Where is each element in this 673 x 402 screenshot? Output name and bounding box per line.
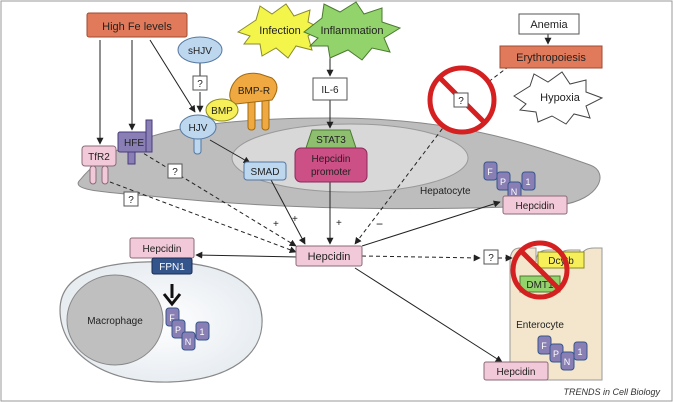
il6-label: IL-6 (321, 85, 339, 96)
arrow-fe-hjv (149, 39, 196, 113)
plus-hfe: + (273, 219, 279, 230)
hjv-protein: HJV (179, 114, 217, 155)
arrow-hepcidin-hep (361, 200, 501, 247)
credit-text: TRENDS in Cell Biology (563, 387, 660, 397)
hfe-label: HFE (124, 138, 144, 149)
hepcidin-promoter: Hepcidin promoter (294, 147, 368, 183)
arrow-tfr2-hepcidin (109, 181, 297, 254)
macrophage-label: Macrophage (87, 316, 143, 327)
anemia-box: Anemia (518, 13, 580, 35)
erythropoiesis-label: Erythropoiesis (516, 52, 586, 64)
promoter-line1: Hepcidin (312, 154, 351, 165)
anemia-label: Anemia (530, 19, 568, 31)
question-shjv: ? (192, 75, 208, 91)
bmp-label: BMP (211, 106, 233, 117)
dmt1-label: DMT1 (526, 280, 554, 291)
question-erythro: ? (458, 96, 464, 107)
hep-fpn-f: F (487, 167, 493, 177)
no-symbol-enterocyte (510, 240, 570, 300)
hypoxia-label: Hypoxia (540, 92, 581, 104)
question-hfe-label: ? (172, 167, 178, 178)
hep-fpn-p: P (500, 177, 506, 187)
hepcidin-hep-label: Hepcidin (516, 201, 555, 212)
mac-fpn-p: P (175, 325, 181, 335)
question-tfr2: ? (123, 191, 139, 207)
il6-box: IL-6 (312, 77, 348, 101)
hepcidin-center-label: Hepcidin (308, 251, 351, 263)
mac-fpn-n: N (185, 337, 192, 347)
hepcidin-center-box: Hepcidin (295, 245, 363, 267)
plus-promoter: + (336, 218, 342, 229)
arrow-hepcidin-dcytb (361, 254, 481, 262)
arrow-hjv-smad (209, 139, 251, 164)
ent-fpn-f: F (541, 341, 547, 351)
no-symbol-erythro: ? (427, 65, 497, 135)
hypoxia-star: Hypoxia (513, 71, 604, 125)
tfr2-receptor: TfR2 (81, 145, 117, 185)
mac-fpn-f: F (169, 313, 175, 323)
arrow-hepcidin-mac (195, 251, 299, 259)
dcytb-label: Dcytb (548, 256, 574, 267)
question-tfr2-label: ? (128, 195, 134, 206)
hep-fpn-1: 1 (525, 177, 530, 187)
question-ent-label: ? (488, 253, 494, 264)
question-hfe: ? (167, 163, 183, 179)
smad-label: SMAD (251, 167, 280, 178)
fpn1-box: FPN1 (151, 257, 193, 275)
hjv-label: HJV (189, 123, 208, 134)
macrophage-fpn-cluster: F P N 1 (165, 307, 210, 351)
infection-star: Infection (236, 3, 321, 59)
inflammation-star: Inflammation (303, 1, 402, 61)
arrow-hfe-hepcidin (137, 149, 297, 247)
arrow-hepcidin-ent (354, 267, 503, 363)
inflammation-label: Inflammation (321, 25, 384, 37)
ent-fpn-n: N (564, 357, 571, 367)
hepcidin-enterocyte-box: Hepcidin (483, 361, 549, 381)
ent-fpn-p: P (553, 349, 559, 359)
mac-fpn-1: 1 (199, 327, 204, 337)
stat3-label: STAT3 (316, 135, 346, 146)
hfe-receptor: HFE (117, 119, 153, 165)
shjv-label: sHJV (188, 46, 212, 57)
tfr2-label: TfR2 (88, 152, 110, 163)
bmpr-label: BMP-R (238, 86, 270, 97)
internalization-arrow (162, 284, 182, 307)
hepcidin-hepatocyte-box: Hepcidin (502, 195, 568, 215)
question-shjv-label: ? (197, 79, 203, 90)
smad-box: SMAD (243, 161, 287, 181)
stat3-box: STAT3 (305, 129, 357, 149)
enterocyte-label: Enterocyte (516, 320, 564, 331)
infection-label: Infection (259, 25, 301, 37)
bmp-receptor: BMP-R (229, 72, 278, 131)
shjv-oval: sHJV (177, 36, 223, 64)
erythropoiesis-box: Erythropoiesis (499, 45, 603, 69)
minus-anemia: − (376, 217, 383, 231)
enterocyte-fpn-cluster: F P N 1 (537, 335, 588, 371)
hepcidin-macrophage-box: Hepcidin (129, 237, 195, 259)
high-fe-box: High Fe levels (86, 12, 188, 38)
ent-fpn-1: 1 (577, 347, 582, 357)
hepatocyte-label: Hepatocyte (420, 186, 471, 197)
hep-fpn-n: N (511, 187, 518, 197)
high-fe-label: High Fe levels (102, 21, 172, 33)
arrow-smad-hepcidin (269, 177, 306, 245)
plus-smad: + (292, 214, 298, 225)
bmp-ligand: BMP (205, 98, 239, 122)
question-enterocyte: ? (483, 249, 499, 265)
promoter-line2: promoter (311, 167, 352, 178)
fpn1-label: FPN1 (159, 262, 185, 273)
hepcidin-mac-label: Hepcidin (143, 244, 182, 255)
macrophage-nucleus (66, 274, 164, 366)
hepcidin-ent-label: Hepcidin (497, 367, 536, 378)
